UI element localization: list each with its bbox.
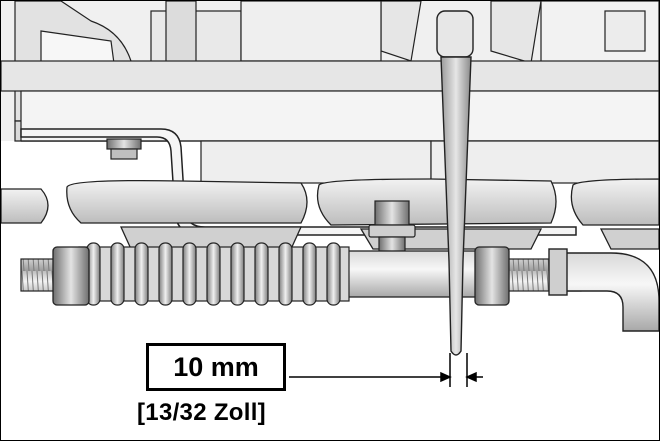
bracket bbox=[20, 128, 577, 236]
hex-bolt-left bbox=[106, 138, 142, 160]
disc-row bbox=[1, 178, 659, 250]
dimension-lines bbox=[289, 353, 483, 387]
rod-nuts bbox=[52, 246, 510, 306]
tine bbox=[436, 10, 474, 356]
upper-frame bbox=[1, 1, 659, 184]
measurement-imperial: [13/32 Zoll] bbox=[137, 399, 266, 426]
measurement-callout: 10 mm bbox=[146, 343, 286, 391]
curved-pipe bbox=[548, 248, 659, 332]
measurement-value: 10 mm bbox=[173, 351, 259, 382]
coil-spring bbox=[78, 242, 350, 306]
center-bolt bbox=[368, 200, 416, 254]
